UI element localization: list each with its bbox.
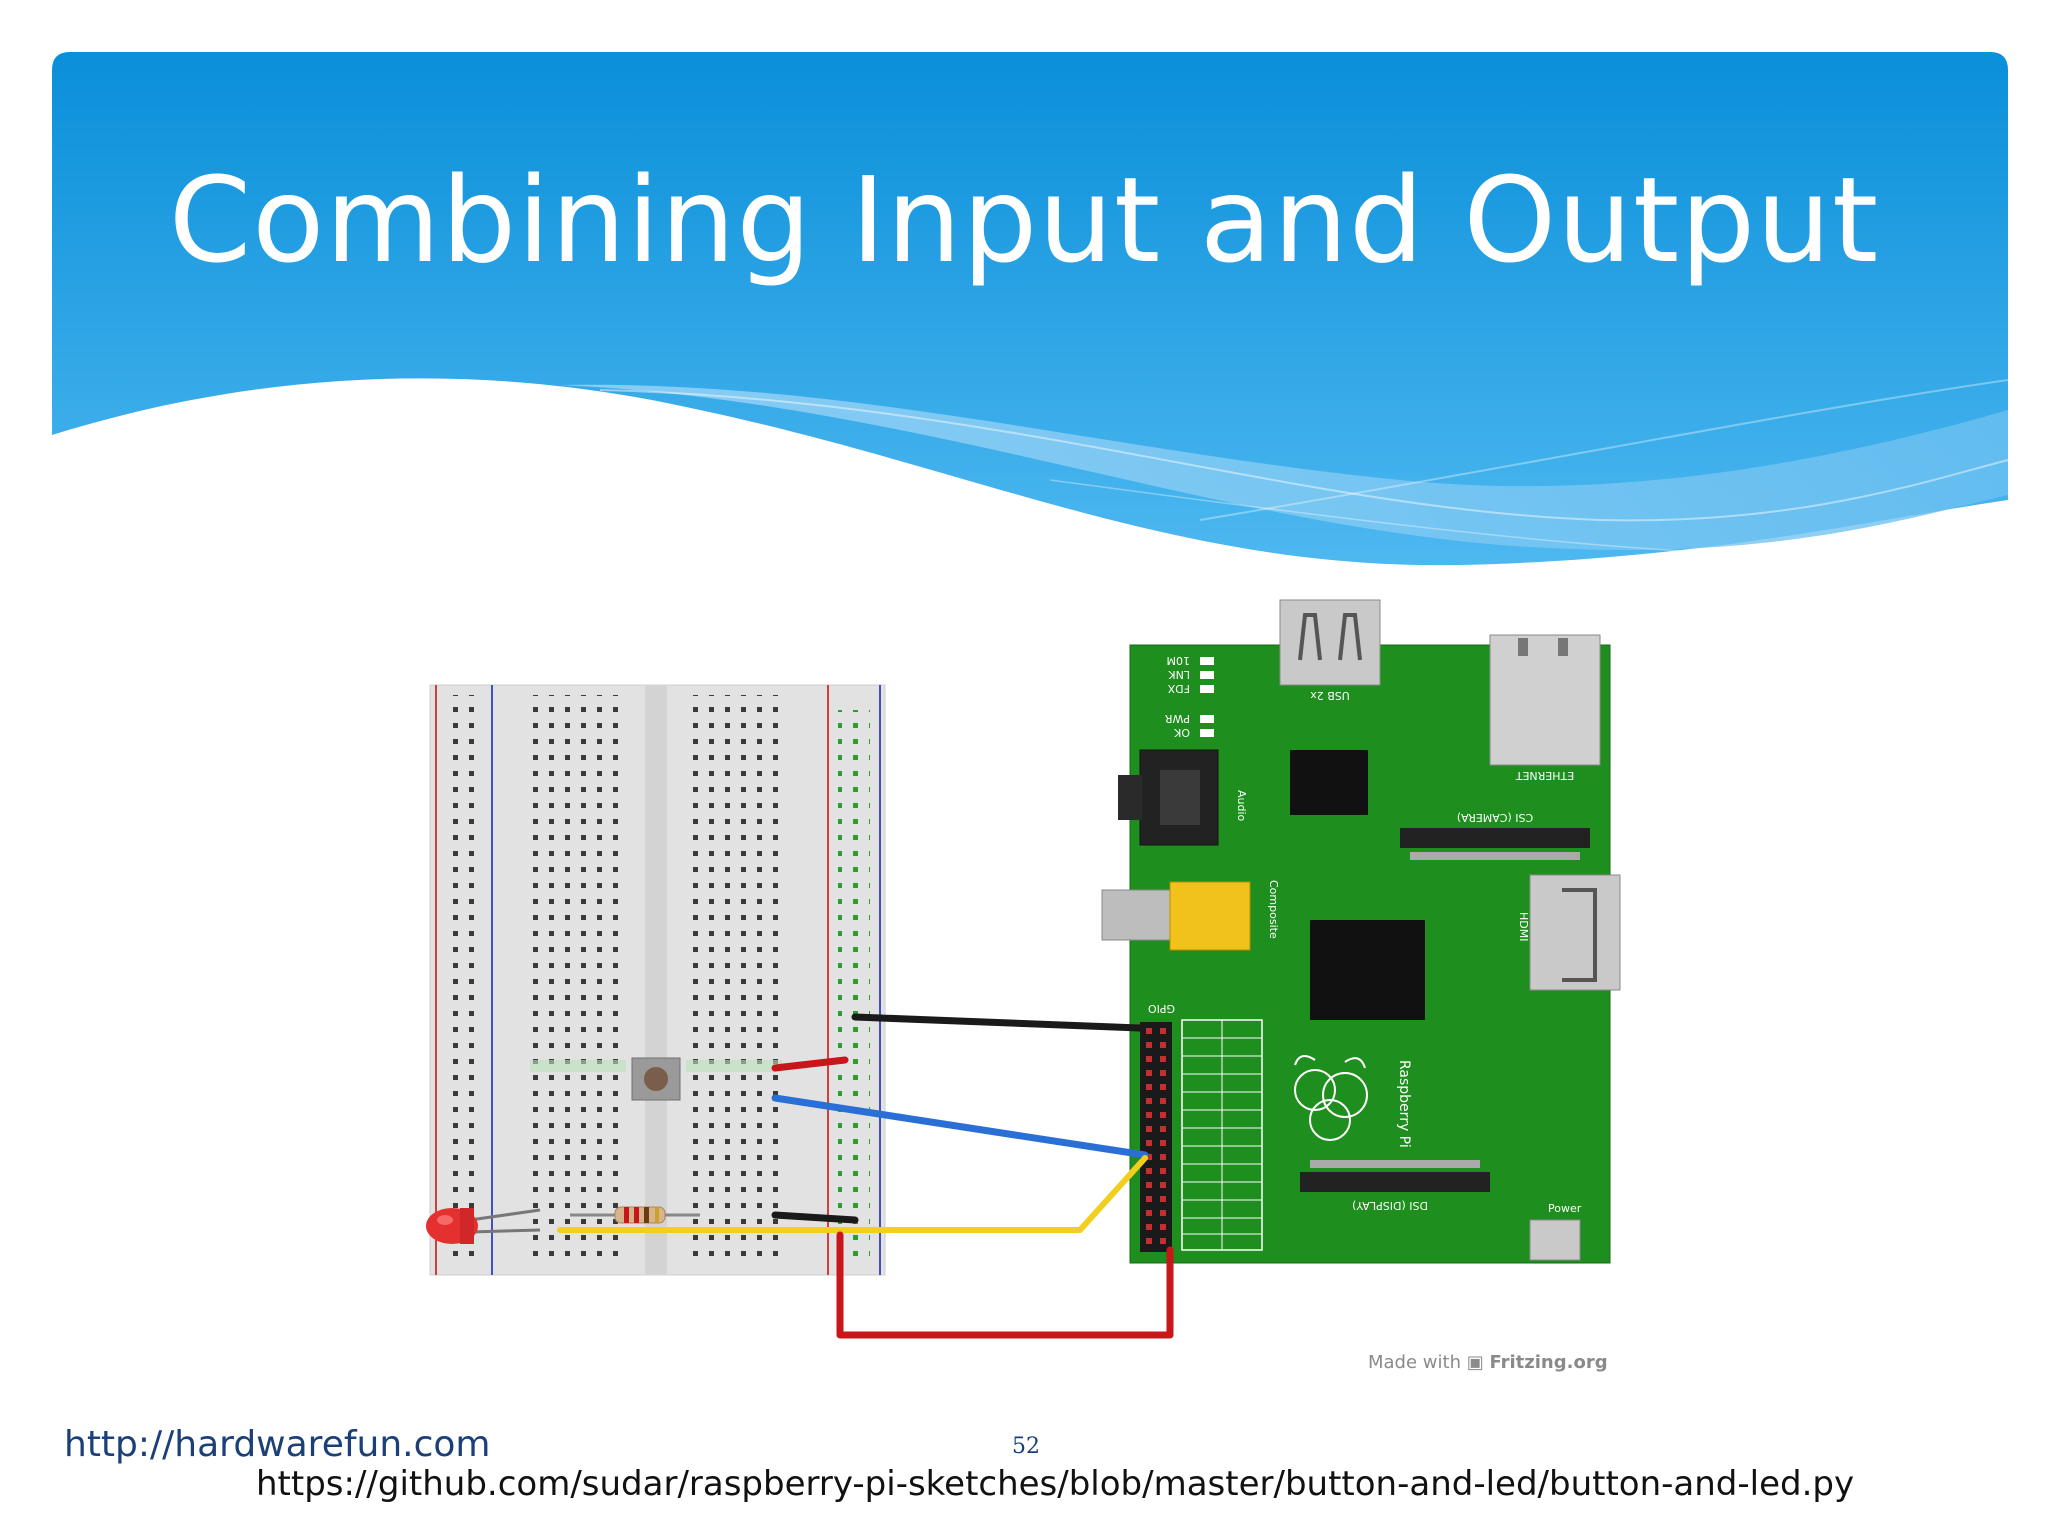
audio-label: Audio <box>1235 790 1248 822</box>
gpio-label: GPIO <box>1148 1002 1175 1015</box>
footer-site-link[interactable]: http://hardwarefun.com <box>64 1424 491 1465</box>
wire-red-short <box>771 1056 849 1072</box>
raspberry-pi-board: USB 2x ETHERNET 10M LNK FDX PWR OK <box>1101 599 1621 1264</box>
status-leds: 10M LNK FDX PWR OK <box>1164 654 1214 739</box>
svg-text:PWR: PWR <box>1164 712 1190 725</box>
wire-blue <box>771 1094 1149 1159</box>
led-red <box>426 1208 541 1244</box>
wire-yellow <box>557 1155 1148 1233</box>
title-banner <box>52 52 2009 566</box>
wire-red-power <box>836 1231 1174 1339</box>
brand-label: Raspberry Pi <box>1396 1060 1412 1148</box>
source-code-link[interactable]: https://github.com/sudar/raspberry-pi-sk… <box>256 1464 1855 1504</box>
push-button <box>631 1057 681 1101</box>
fritzing-credit: Made with ▣ Fritzing.org <box>1368 1352 1608 1373</box>
page-number: 52 <box>1012 1434 1040 1459</box>
svg-text:FDX: FDX <box>1167 682 1190 695</box>
raspberry-logo <box>1294 1055 1368 1141</box>
power-label: Power <box>1548 1202 1582 1215</box>
ethernet-label: ETHERNET <box>1516 769 1575 782</box>
svg-text:LNK: LNK <box>1168 668 1190 681</box>
svg-text:OK: OK <box>1173 726 1190 739</box>
composite-label: Composite <box>1267 880 1280 939</box>
hdmi-label: HDMI <box>1517 912 1530 941</box>
wires <box>557 1013 1174 1339</box>
wire-black-top <box>851 1013 1144 1032</box>
wire-black-bottom <box>771 1211 859 1224</box>
svg-text:10M: 10M <box>1167 654 1191 667</box>
gpio-pin-table <box>1181 1019 1263 1251</box>
usb-label: USB 2x <box>1310 689 1350 702</box>
slide-title: Combining Input and Output <box>168 151 1880 289</box>
csi-label: CSI (CAMERA) <box>1457 811 1533 824</box>
circuit-diagram: USB 2x ETHERNET 10M LNK FDX PWR OK <box>426 599 1621 1339</box>
breadboard <box>429 684 886 1276</box>
resistor <box>570 1206 700 1224</box>
dsi-label: DSI (DISPLAY) <box>1352 1199 1428 1212</box>
fritzing-icon: ▣ <box>1466 1352 1484 1373</box>
